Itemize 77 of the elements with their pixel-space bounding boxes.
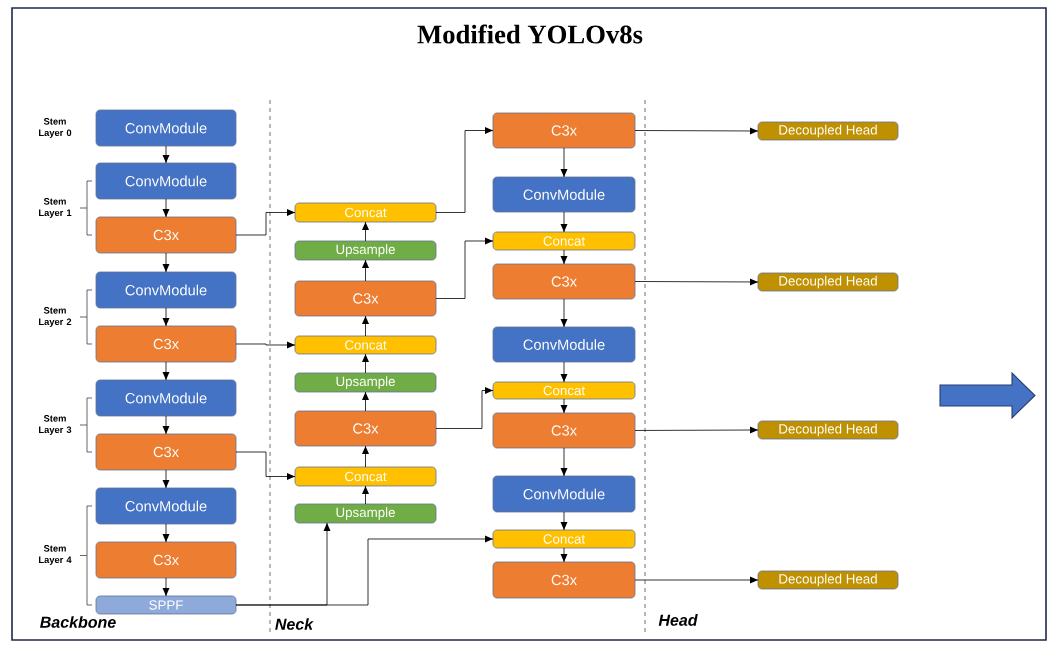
arrow <box>235 209 296 236</box>
arrow <box>435 127 494 213</box>
layer-box: ConvModule <box>492 475 636 513</box>
arrow <box>435 387 494 429</box>
section-label: Neck <box>275 618 314 630</box>
layer-label: Stem Layer 4 <box>39 545 72 565</box>
layer-box: Upsample <box>294 240 437 261</box>
layer-label: Stem Layer 1 <box>39 198 72 218</box>
arrow <box>634 278 759 286</box>
arrow <box>235 451 296 480</box>
layer-box: ConvModule <box>95 271 237 309</box>
arrow <box>235 535 494 606</box>
arrow <box>560 398 568 414</box>
layer-box: ConvModule <box>95 379 237 417</box>
layer-box: C3x <box>492 412 636 449</box>
arrow <box>560 547 568 563</box>
arrow <box>362 315 369 337</box>
layer-label: Stem Layer 0 <box>39 118 72 138</box>
layer-box: ConvModule <box>492 326 636 363</box>
title: Modified YOLOv8s <box>417 24 643 44</box>
layer-box: Concat <box>492 381 636 400</box>
layer-box: Concat <box>294 202 437 223</box>
section-label: Backbone <box>40 616 116 628</box>
arrow <box>162 523 170 543</box>
layer-box: Concat <box>492 529 636 549</box>
arrow <box>162 307 170 327</box>
layer-box: ConvModule <box>95 162 237 200</box>
arrow <box>560 447 568 477</box>
layer-box: C3x <box>294 410 437 447</box>
layer-box: SPPF <box>95 595 237 615</box>
arrow <box>162 577 170 597</box>
arrow <box>362 391 369 412</box>
layer-box: Decoupled Head <box>757 420 899 440</box>
section-label: Head <box>658 614 698 626</box>
arrow <box>435 237 494 299</box>
layer-box: C3x <box>492 561 636 599</box>
layer-box: Decoupled Head <box>757 121 899 141</box>
layer-box: Upsample <box>294 503 437 524</box>
arrow <box>362 445 369 468</box>
arrow <box>560 249 568 265</box>
layer-box: ConvModule <box>95 487 237 525</box>
arrow <box>162 198 170 218</box>
arrow <box>162 415 170 435</box>
layer-box: C3x <box>95 216 237 254</box>
arrow <box>162 361 170 381</box>
arrow <box>162 252 170 273</box>
layer-box: Decoupled Head <box>757 570 899 590</box>
layer-box: ConvModule <box>492 176 636 213</box>
arrow <box>362 485 369 505</box>
arrow <box>634 576 759 584</box>
layer-box: Concat <box>294 335 437 355</box>
arrow <box>560 298 568 328</box>
layer-box: C3x <box>492 263 636 300</box>
arrow <box>362 221 369 242</box>
arrow <box>162 469 170 489</box>
layer-label: Stem Layer 3 <box>39 415 72 435</box>
arrow <box>162 145 170 164</box>
layer-box: C3x <box>95 541 237 579</box>
layer-box: Upsample <box>294 372 437 393</box>
layer-box: ConvModule <box>95 109 237 147</box>
arrow <box>362 259 369 282</box>
layer-box: C3x <box>95 433 237 471</box>
layer-box: C3x <box>492 112 636 149</box>
layer-box: Decoupled Head <box>757 272 899 292</box>
arrow <box>560 511 568 531</box>
arrow <box>634 127 759 135</box>
arrow <box>560 211 568 233</box>
layer-label: Stem Layer 2 <box>39 307 72 327</box>
arrow <box>560 147 568 178</box>
layer-box: C3x <box>95 325 237 363</box>
layer-box: C3x <box>294 280 437 317</box>
arrow <box>560 361 568 383</box>
arrow <box>634 426 759 434</box>
layer-box: Concat <box>492 231 636 251</box>
arrow <box>235 341 296 349</box>
layer-box: Concat <box>294 466 437 487</box>
arrow <box>362 353 369 374</box>
